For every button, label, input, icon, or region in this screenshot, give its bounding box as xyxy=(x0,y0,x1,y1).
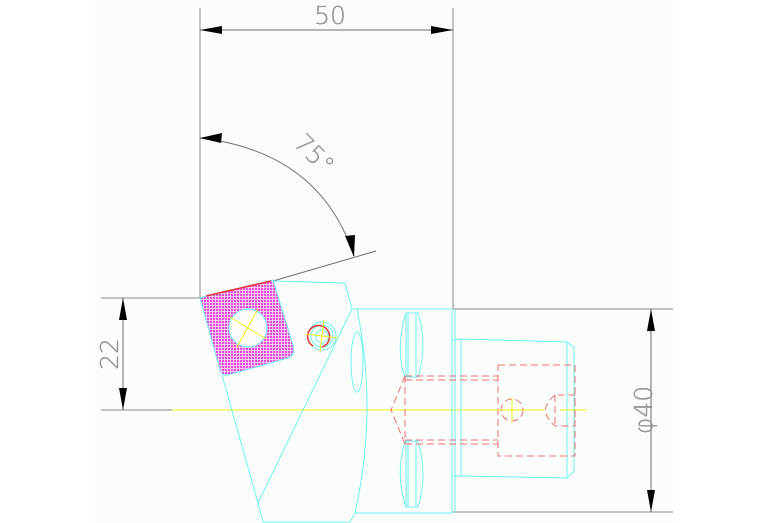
arrow-down-icon xyxy=(647,490,655,512)
arrow-right-icon xyxy=(431,26,453,34)
cutting-insert xyxy=(199,279,295,376)
clamp-screw xyxy=(305,319,339,353)
arrow-angle-end-icon xyxy=(345,235,355,257)
slot-ellipse xyxy=(350,331,364,393)
clamp-slots xyxy=(399,312,424,508)
tool-body xyxy=(221,280,456,523)
dimension-label-50: 50 xyxy=(314,1,346,30)
dimension-width-50: 50 xyxy=(199,1,454,309)
dimension-diameter-40: φ40 xyxy=(453,308,673,513)
arrow-left-icon xyxy=(200,26,222,34)
dimension-label-diameter-40: φ40 xyxy=(629,386,658,434)
arrow-up-icon xyxy=(647,309,655,331)
dimension-angle-75: 75° xyxy=(199,128,377,282)
arrow-down-icon xyxy=(119,388,127,410)
arrow-up-icon xyxy=(119,298,127,320)
arrow-angle-start-icon xyxy=(200,133,222,143)
hidden-bore xyxy=(545,394,576,427)
hidden-features xyxy=(390,364,587,457)
shank xyxy=(452,338,575,479)
dimension-label-22: 22 xyxy=(95,338,124,370)
dimension-height-22: 22 xyxy=(95,297,200,411)
drawing-sheet xyxy=(93,0,673,523)
